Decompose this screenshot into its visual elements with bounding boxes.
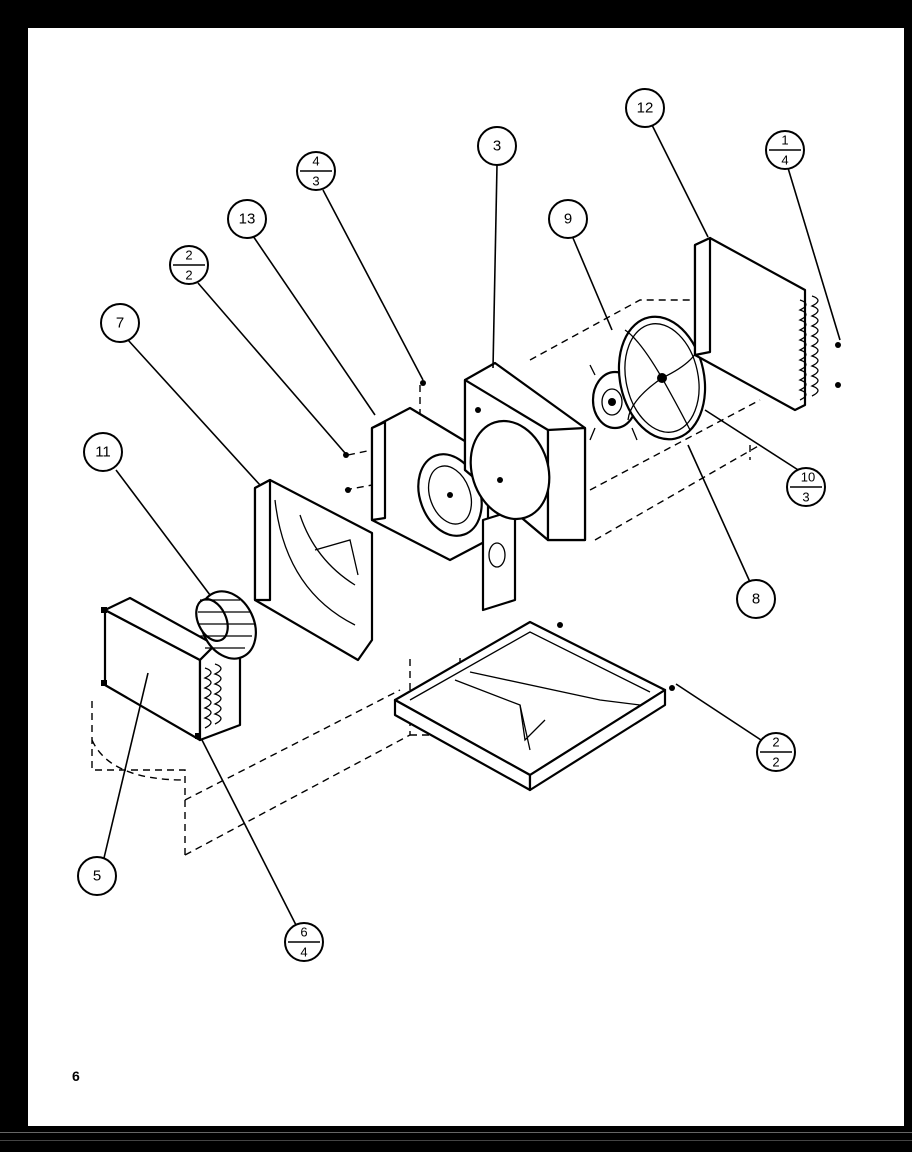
callout-10-over-3-den: 3 xyxy=(802,490,809,505)
drawing-sheet xyxy=(28,28,904,1126)
callout-2-over-2-lower-num: 2 xyxy=(772,735,779,750)
scan-line xyxy=(0,1132,912,1133)
leader-lines xyxy=(103,124,841,928)
callout-6-over-4-num: 6 xyxy=(300,925,307,940)
callout-11-label: 11 xyxy=(95,444,111,461)
callout-3: 3 xyxy=(477,126,517,166)
blower-scroll xyxy=(253,478,374,662)
callout-6-over-4-den: 4 xyxy=(300,945,307,960)
callout-1-over-4-num: 1 xyxy=(781,133,788,148)
callout-7-label: 7 xyxy=(116,315,124,332)
callout-13-label: 13 xyxy=(239,211,256,228)
condenser-shroud xyxy=(463,361,587,542)
callout-2-over-2-upper-num: 2 xyxy=(185,248,192,263)
screws xyxy=(343,380,675,691)
callout-5-label: 5 xyxy=(93,868,101,885)
callout-2-over-2-upper: 2 2 xyxy=(169,245,209,285)
callout-7: 7 xyxy=(100,303,140,343)
page-number: 6 xyxy=(72,1068,80,1084)
callout-1-over-4-den: 4 xyxy=(781,153,788,168)
callout-6-over-4: 6 4 xyxy=(284,922,324,962)
blower-wheel xyxy=(195,590,257,660)
evaporator-coil xyxy=(101,596,242,742)
callout-2-over-2-lower: 2 2 xyxy=(756,732,796,772)
callout-10-over-3: 10 3 xyxy=(786,467,826,507)
base-pan xyxy=(393,620,667,792)
callout-9: 9 xyxy=(548,199,588,239)
callout-4-over-3-den: 3 xyxy=(312,174,319,189)
callout-5: 5 xyxy=(77,856,117,896)
callout-8-label: 8 xyxy=(752,591,760,608)
assembly-outline xyxy=(91,299,801,856)
callout-12-label: 12 xyxy=(637,100,654,117)
callout-1-over-4: 1 4 xyxy=(765,130,805,170)
condenser-fan-blade xyxy=(617,315,707,441)
callout-2-over-2-lower-den: 2 xyxy=(772,755,779,770)
callout-8: 8 xyxy=(736,579,776,619)
callout-2-over-2-upper-den: 2 xyxy=(185,268,192,283)
callout-4-over-3-num: 4 xyxy=(312,154,319,169)
callout-12: 12 xyxy=(625,88,665,128)
callout-bubbles: 12 3 4 3 13 2 2 7 9 xyxy=(77,88,826,962)
scan-line xyxy=(0,1140,912,1141)
callout-4-over-3: 4 3 xyxy=(296,151,336,191)
callout-9-label: 9 xyxy=(564,211,572,228)
callout-11: 11 xyxy=(83,432,123,472)
partition-panel xyxy=(370,406,517,612)
callout-13: 13 xyxy=(227,199,267,239)
callout-10-over-3-num: 10 xyxy=(801,470,815,485)
condenser-coil xyxy=(693,236,841,412)
callout-3-label: 3 xyxy=(493,138,501,155)
